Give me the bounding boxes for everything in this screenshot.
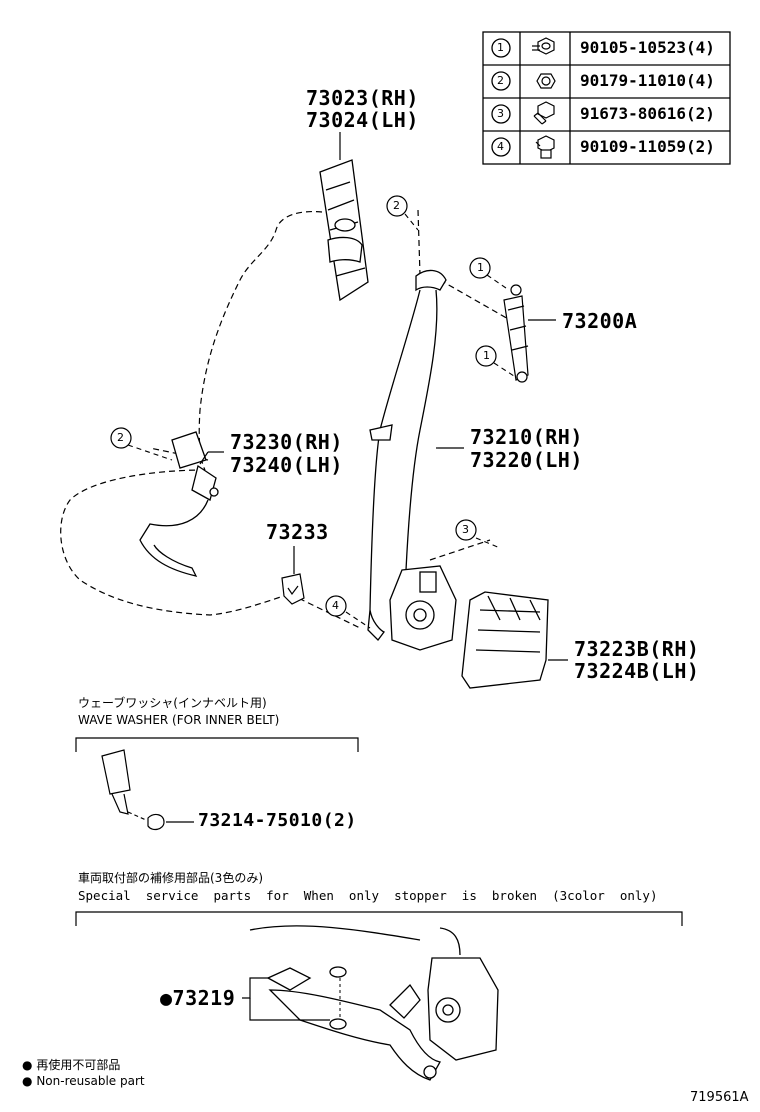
callout-1-bottom: 1 (483, 349, 490, 362)
legend-en: ● Non-reusable part (22, 1074, 145, 1088)
part-label-retractor-cover-rh: 73223B(RH) (574, 637, 700, 661)
callout-circle (110, 195, 497, 617)
callout-4: 4 (332, 599, 339, 612)
wave-washer-caption-en: WAVE WASHER (FOR INNER BELT) (78, 713, 280, 727)
buckle-drawing (139, 431, 219, 577)
part-label-retractor-cover-lh: 73224B(LH) (574, 659, 700, 683)
seat-outline (60, 209, 511, 629)
solid-leaders (166, 132, 568, 1021)
seat-belt-webbing-drawing (367, 269, 447, 641)
non-reusable-bullet: ● (160, 986, 173, 1010)
part-label-stopper: ●73219 (160, 986, 235, 1010)
legend-jp: ● 再使用不可部品 (22, 1056, 120, 1073)
part-label-wave-washer: 73214-75010(2) (198, 810, 357, 831)
table-ref-2: 2 (497, 74, 504, 87)
clip-drawing (281, 573, 305, 605)
part-label-buckle-lh: 73240(LH) (230, 453, 343, 477)
part-label-adjuster: 73200A (562, 309, 638, 333)
flange-bolt-icon (532, 37, 555, 55)
part-label-cover-rh: 73023(RH) (306, 86, 419, 110)
callout-3: 3 (462, 523, 469, 536)
part-label-belt-rh: 73210(RH) (470, 425, 583, 449)
table-part-4: 90109-11059(2) (580, 137, 715, 156)
table-ref-1: 1 (497, 41, 504, 54)
stopper-part-number: 73219 (172, 986, 236, 1010)
wave-washer-caption-jp: ウェーブワッシャ(インナベルト用) (78, 696, 267, 710)
callout-1-top: 1 (477, 261, 484, 274)
section-brackets (75, 737, 683, 926)
fastener-icons (532, 37, 556, 159)
dashed-leaders (127, 213, 515, 629)
part-label-belt-lh: 73220(LH) (470, 448, 583, 472)
wave-washer-drawing (101, 749, 165, 831)
retractor-cover-drawing (461, 591, 549, 689)
table-ref-4: 4 (497, 140, 504, 153)
table-ref-3: 3 (497, 107, 504, 120)
pillar-cover-drawing (319, 159, 369, 302)
legend-jp-text: 再使用不可部品 (36, 1058, 121, 1072)
stopper-assembly-drawing (249, 925, 499, 1081)
legend-bullet: ● (22, 1058, 33, 1072)
table-part-2: 90179-11010(4) (580, 71, 715, 90)
special-parts-caption-jp: 車両取付部の補修用部品(3色のみ) (78, 871, 263, 885)
callout-2-top: 2 (393, 199, 400, 212)
height-adjuster-drawing (503, 284, 529, 383)
retractor-drawing (389, 565, 457, 651)
legend-bullet: ● (22, 1074, 33, 1088)
callout-2-left: 2 (117, 431, 124, 444)
diagram-id: 719561A (690, 1090, 749, 1105)
part-label-buckle-rh: 73230(RH) (230, 430, 343, 454)
table-part-3: 91673-80616(2) (580, 104, 715, 123)
part-label-cover-lh: 73024(LH) (306, 108, 419, 132)
table-part-1: 90105-10523(4) (580, 38, 715, 57)
fastener-table (482, 31, 731, 165)
legend-en-text: Non-reusable part (36, 1074, 145, 1088)
hex-nut-icon (536, 73, 556, 89)
special-parts-caption-en: Special service parts for When only stop… (78, 888, 658, 903)
part-label-clip: 73233 (266, 520, 329, 544)
flange-bolt-icon (533, 101, 555, 125)
wave-washer-leader-dash (127, 811, 147, 821)
shoulder-bolt-icon (535, 135, 555, 159)
